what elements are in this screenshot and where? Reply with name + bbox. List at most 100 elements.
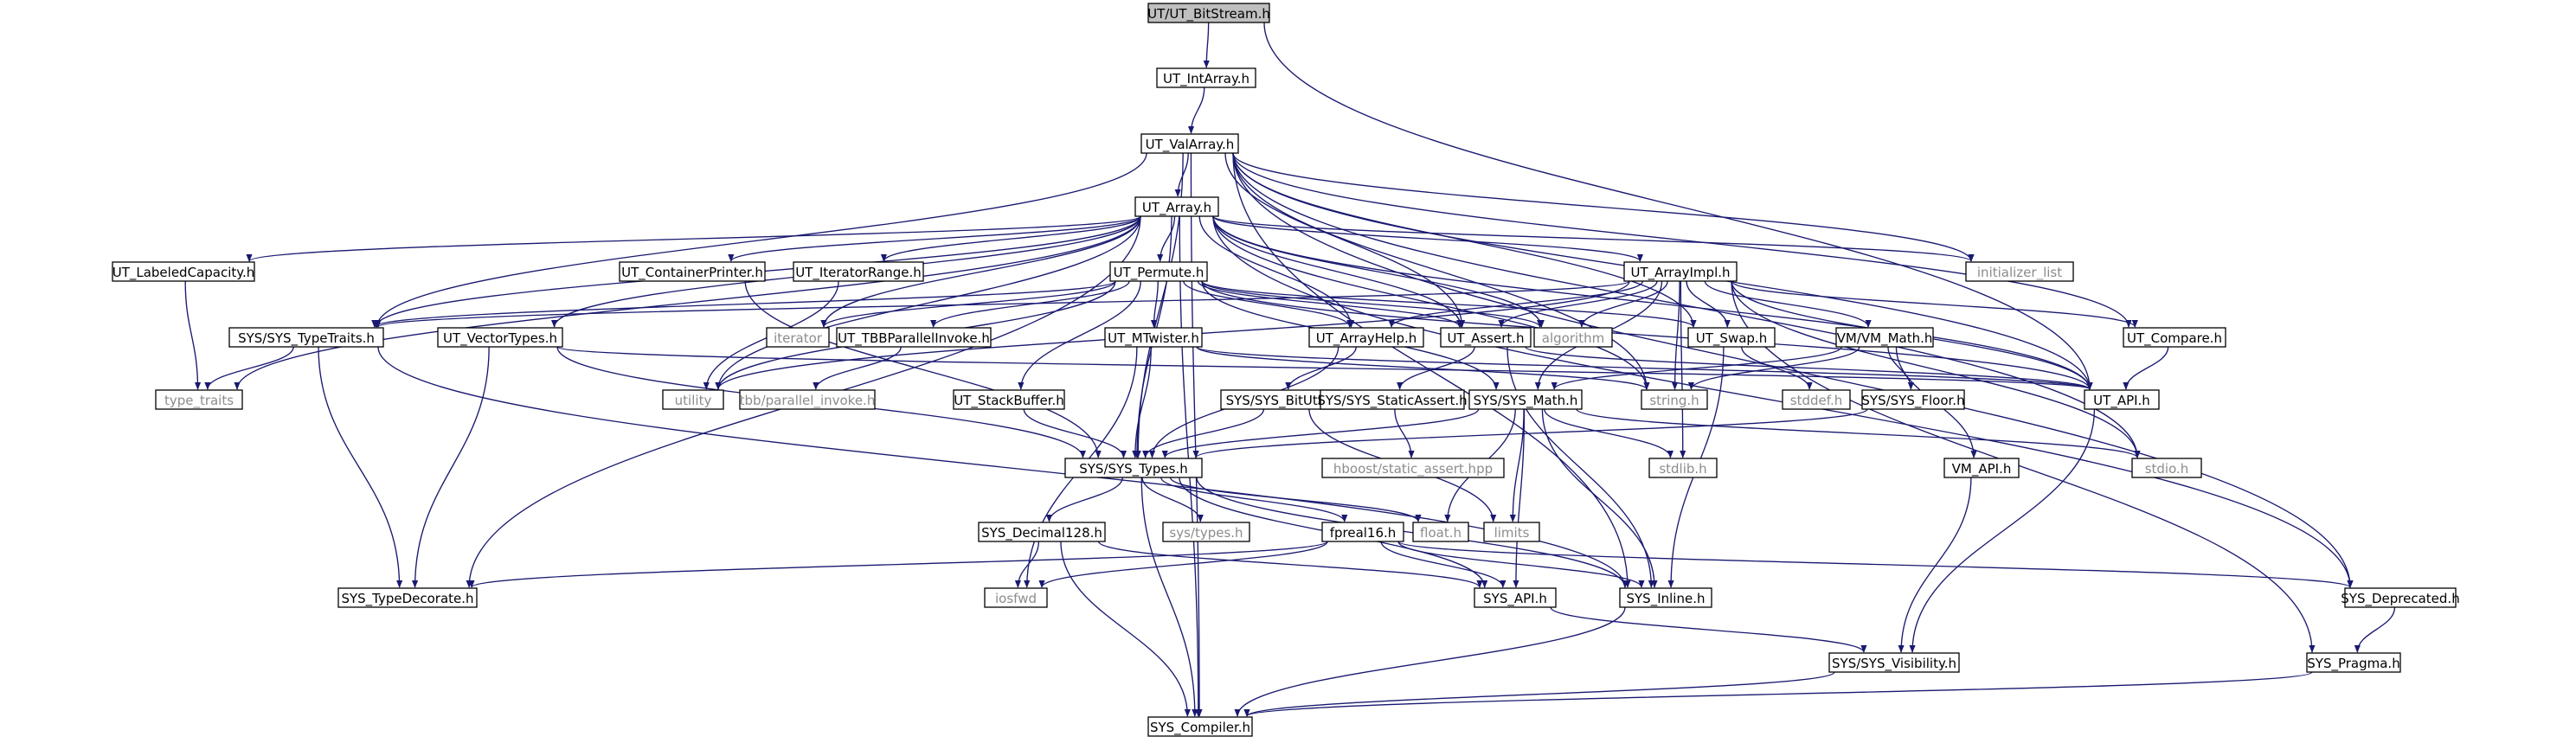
edge-ut-permute-h-to-ut-swap-h [1201, 280, 1697, 328]
node-sys-sys-bitutil-h[interactable]: SYS/SYS_BitUtil.h [1220, 389, 1343, 410]
node-sys-sys-staticassert-h[interactable]: SYS/SYS_StaticAssert.h [1317, 389, 1468, 410]
node-label: UT_MTwister.h [1108, 330, 1199, 347]
node-type-traits[interactable]: type_traits [155, 389, 243, 410]
node-ut-arrayhelp-h[interactable]: UT_ArrayHelp.h [1308, 327, 1424, 348]
node-stddef-h[interactable]: stddef.h [1782, 389, 1851, 410]
node-label: SYS/SYS_Floor.h [1861, 393, 1964, 409]
nodes-layer: UT/UT_BitStream.hUT_IntArray.hUT_ValArra… [112, 3, 2460, 737]
edge-ut-array-h-to-algorithm [1212, 215, 1545, 328]
node-ut-labeledcapacity-h[interactable]: UT_LabeledCapacity.h [112, 261, 255, 282]
node-label: SYS_Decimal128.h [981, 525, 1102, 541]
edge-sys-sys-typetraits-h-to-sys-typedecorate-h [318, 346, 403, 588]
edge-ut-array-h-to-sys-deprecated-h [1212, 215, 2354, 588]
node-hboost-static-assert-hpp[interactable]: hboost/static_assert.hpp [1321, 458, 1505, 478]
node-ut-swap-h[interactable]: UT_Swap.h [1687, 327, 1776, 348]
edge-sys-sys-typetraits-h-to-sys-inline-h [377, 346, 1628, 588]
edge-ut-array-h-to-ut-assert-h [1212, 215, 1464, 328]
node-sys-sys-floor-h[interactable]: SYS/SYS_Floor.h [1861, 389, 1965, 410]
node-ut-vectortypes-h[interactable]: UT_VectorTypes.h [437, 327, 563, 348]
edge-ut-api-h-to-sys-sys-visibility-h [1909, 408, 2096, 653]
node-ut-assert-h[interactable]: UT_Assert.h [1440, 327, 1532, 348]
node-box [228, 327, 384, 348]
node-ut-ut-bitstream-h[interactable]: UT/UT_BitStream.h [1147, 3, 1270, 23]
node-ut-compare-h[interactable]: UT_Compare.h [2123, 327, 2226, 348]
node-stdlib-h[interactable]: stdlib.h [1648, 458, 1718, 478]
node-box [1861, 389, 1965, 410]
edge-vm-vm-math-h-to-string-h [1687, 346, 1860, 390]
edge-ut-stackbuffer-h-to-sys-sys-types-h [1023, 408, 1127, 458]
node-ut-tbbparallelinvoke-h[interactable]: UT_TBBParallelInvoke.h [836, 327, 992, 348]
node-utility[interactable]: utility [662, 389, 724, 410]
edge-ut-arrayhelp-h-to-sys-sys-bitutil-h [1285, 346, 1357, 390]
node-sys-types-h[interactable]: sys/types.h [1162, 522, 1250, 542]
node-iterator[interactable]: iterator [766, 327, 830, 348]
edge-sys-sys-visibility-h-to-sys-compiler-h [1243, 671, 1835, 717]
node-sys-pragma-h[interactable]: SYS_Pragma.h [2306, 652, 2401, 673]
edge-ut-valarray-h-to-initializer-list [1232, 152, 1975, 262]
edge-sys-decimal128-h-to-iosfwd [1014, 541, 1040, 588]
node-vm-vm-math-h[interactable]: VM/VM_Math.h [1835, 327, 1934, 348]
node-string-h[interactable]: string.h [1641, 389, 1708, 410]
node-ut-intarray-h[interactable]: UT_IntArray.h [1156, 67, 1256, 88]
edge-ut-permute-h-to-ut-api-h [1201, 280, 2093, 390]
node-label: UT_LabeledCapacity.h [112, 265, 255, 281]
node-label: SYS/SYS_Math.h [1474, 393, 1578, 409]
edge-ut-arrayimpl-h-to-string-h [1671, 280, 1680, 390]
node-float-h[interactable]: float.h [1412, 522, 1469, 542]
node-box [1321, 458, 1505, 478]
node-ut-arrayimpl-h[interactable]: UT_ArrayImpl.h [1623, 261, 1738, 282]
node-ut-containerprinter-h[interactable]: UT_ContainerPrinter.h [619, 261, 766, 282]
node-label: iosfwd [995, 591, 1037, 606]
node-ut-iteratorrange-h[interactable]: UT_IteratorRange.h [793, 261, 924, 282]
edge-sys-sys-floor-h-to-sys-sys-types-h [1192, 408, 1868, 458]
node-sys-sys-math-h[interactable]: SYS/SYS_Math.h [1468, 389, 1583, 410]
node-label: SYS/SYS_Visibility.h [1832, 656, 1956, 672]
node-label: UT_Assert.h [1447, 330, 1524, 347]
edge-ut-arrayimpl-h-to-algorithm [1578, 280, 1668, 328]
node-box [619, 261, 766, 282]
node-box [1468, 389, 1583, 410]
node-sys-decimal128-h[interactable]: SYS_Decimal128.h [978, 522, 1106, 542]
node-label: UT_Array.h [1142, 200, 1211, 216]
node-box [1147, 3, 1270, 23]
node-sys-api-h[interactable]: SYS_API.h [1474, 587, 1557, 608]
edge-ut-array-h-to-ut-labeledcapacity-h [246, 215, 1141, 262]
node-label: UT_IntArray.h [1163, 71, 1249, 87]
node-sys-sys-typetraits-h[interactable]: SYS/SYS_TypeTraits.h [228, 327, 384, 348]
node-vm-api-h[interactable]: VM_API.h [1943, 458, 2020, 478]
node-sys-inline-h[interactable]: SYS_Inline.h [1619, 587, 1712, 608]
edge-sys-sys-types-h-to-sys-inline-h [1196, 477, 1628, 588]
node-sys-sys-types-h[interactable]: SYS/SYS_Types.h [1064, 458, 1203, 478]
node-limits[interactable]: limits [1483, 522, 1540, 542]
node-ut-stackbuffer-h[interactable]: UT_StackBuffer.h [953, 389, 1065, 410]
node-initializer-list[interactable]: initializer_list [1965, 261, 2074, 282]
node-stdio-h[interactable]: stdio.h [2131, 458, 2202, 478]
node-tbb-parallel-invoke-h[interactable]: tbb/parallel_invoke.h [739, 389, 876, 410]
edge-ut-permute-h-to-algorithm [1201, 280, 1544, 328]
node-box [2084, 389, 2160, 410]
node-ut-array-h[interactable]: UT_Array.h [1134, 196, 1219, 217]
node-fpreal16-h[interactable]: fpreal16.h [1321, 522, 1404, 542]
node-iosfwd[interactable]: iosfwd [984, 587, 1048, 608]
node-algorithm[interactable]: algorithm [1533, 327, 1613, 348]
node-box [437, 327, 563, 348]
edge-sys-sys-typetraits-h-to-type-traits [204, 346, 294, 390]
node-label: fpreal16.h [1330, 525, 1397, 541]
node-sys-typedecorate-h[interactable]: SYS_TypeDecorate.h [337, 587, 478, 608]
node-label: float.h [1420, 525, 1461, 541]
edge-ut-permute-h-to-ut-stackbuffer-h [1018, 280, 1141, 390]
edge-ut-valarray-h-to-stdio-h [1232, 152, 2141, 458]
node-label: SYS_Compiler.h [1150, 720, 1250, 736]
edge-fpreal16-h-to-iosfwd [1038, 541, 1328, 588]
node-ut-mtwister-h[interactable]: UT_MTwister.h [1104, 327, 1203, 348]
node-label: UT_Swap.h [1696, 330, 1767, 347]
node-sys-deprecated-h[interactable]: SYS_Deprecated.h [2341, 587, 2460, 608]
node-label: SYS_Deprecated.h [2341, 591, 2459, 607]
node-ut-valarray-h[interactable]: UT_ValArray.h [1140, 133, 1239, 154]
node-sys-compiler-h[interactable]: SYS_Compiler.h [1147, 716, 1253, 737]
node-ut-permute-h[interactable]: UT_Permute.h [1109, 261, 1208, 282]
node-sys-sys-visibility-h[interactable]: SYS/SYS_Visibility.h [1828, 652, 1960, 673]
edge-ut-valarray-h-to-sys-compiler-h [1190, 152, 1203, 717]
edge-fpreal16-h-to-sys-deprecated-h [1397, 541, 2354, 588]
node-ut-api-h[interactable]: UT_API.h [2084, 389, 2160, 410]
